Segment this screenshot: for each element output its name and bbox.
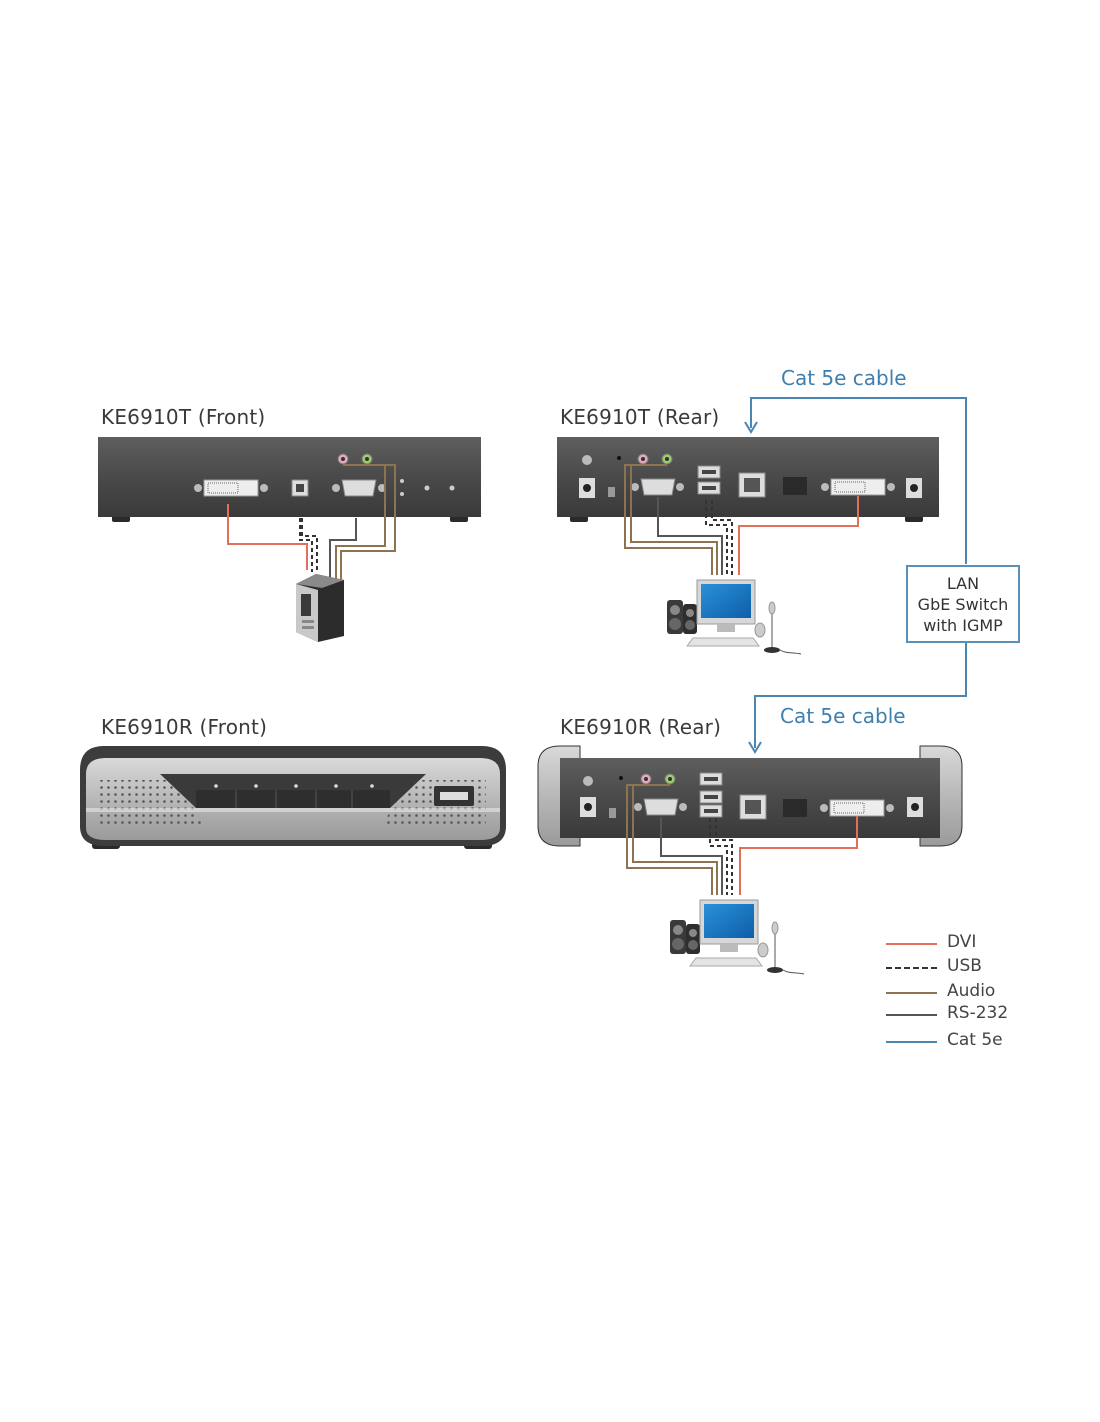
- ke6910t-rear-device: [557, 437, 939, 522]
- legend-line-swatch: [886, 1014, 937, 1016]
- cat5e-links: [750, 397, 967, 748]
- dvi-port: [820, 799, 894, 817]
- legend-line-swatch: [886, 1041, 937, 1043]
- ke6910r-rear-device: [537, 745, 963, 847]
- workstation-bottom: [670, 899, 805, 975]
- legend-item-audio: Audio: [885, 981, 1015, 1005]
- tx-front-label: KE6910T (Front): [101, 405, 266, 429]
- arrow-head-bottom: [748, 741, 762, 754]
- switch-line-1: LAN: [946, 573, 980, 593]
- cat-cable-label-top: Cat 5e cable: [781, 366, 907, 390]
- rx-front-label: KE6910R (Front): [101, 715, 268, 739]
- legend-line-swatch: [886, 967, 937, 969]
- dvi-port: [821, 478, 895, 496]
- legend-item-dvi: DVI: [885, 932, 1015, 956]
- arrow-head-top: [744, 421, 758, 434]
- legend-line-swatch: [886, 992, 937, 994]
- legend-label: DVI: [947, 932, 977, 952]
- lan-switch-box: LAN GbE Switch with IGMP: [906, 565, 1020, 643]
- usb-a-ports: [699, 772, 723, 818]
- cat-cable-label-bottom: Cat 5e cable: [780, 704, 906, 728]
- legend-item-cat-5e: Cat 5e: [885, 1030, 1015, 1054]
- legend-item-usb: USB: [885, 956, 1015, 980]
- pc-tower: [296, 574, 344, 642]
- switch-line-2: GbE Switch: [917, 594, 1009, 614]
- legend-label: RS-232: [947, 1003, 1009, 1023]
- tx-rear-label: KE6910T (Rear): [560, 405, 720, 429]
- ke6910t-front-device: [98, 437, 481, 522]
- rs232-port: [634, 798, 687, 816]
- legend-line-swatch: [886, 943, 937, 945]
- tx-front-cables: [227, 464, 396, 580]
- switch-line-3: with IGMP: [923, 615, 1003, 635]
- tx-rear-cables: [624, 464, 859, 575]
- legend-label: USB: [947, 956, 982, 976]
- dvi-port: [194, 479, 268, 497]
- legend-label: Cat 5e: [947, 1030, 1003, 1050]
- legend-label: Audio: [947, 981, 996, 1001]
- usb-a-ports: [697, 465, 721, 495]
- workstation-top: [667, 579, 802, 655]
- legend-item-rs-232: RS-232: [885, 1003, 1015, 1027]
- rs232-port: [631, 478, 684, 496]
- ke6910r-front-device: [80, 746, 506, 849]
- rx-rear-cables: [626, 784, 858, 895]
- rx-rear-label: KE6910R (Rear): [560, 715, 722, 739]
